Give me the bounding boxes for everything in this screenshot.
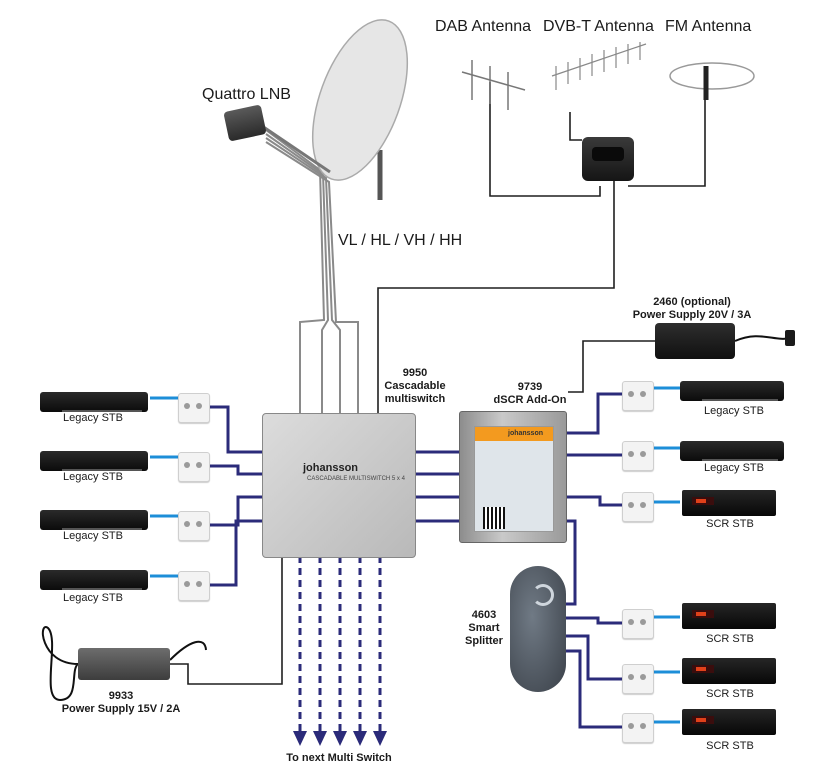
dscr-label-2: dSCR Add-On	[493, 394, 567, 406]
satellite-dish-icon	[318, 16, 398, 180]
mains-plug-icon	[785, 330, 795, 346]
lnb-polarity-label: VL / HL / VH / HH	[338, 232, 463, 249]
power-supply-15v-icon	[78, 648, 170, 680]
cascadable-multiswitch: johansson CASCADABLE MULTISWITCH 5 x 4	[262, 413, 416, 558]
left-ps-dc-cable	[169, 640, 207, 661]
scr-stb-right-6	[682, 709, 776, 735]
lnb-cable-hh	[265, 141, 359, 413]
coax-right-1	[565, 392, 622, 435]
stb-left-label-4: Legacy STB	[63, 592, 123, 604]
stb-right-label-2: Legacy STB	[704, 462, 764, 474]
lnb-label: Quattro LNB	[202, 86, 291, 103]
dab-antenna-icon	[461, 60, 526, 110]
ps-right-label-1: 2460 (optional)	[653, 296, 731, 308]
multiswitch-label-2: Cascadable	[384, 380, 446, 392]
smart-splitter	[510, 566, 566, 692]
ps-right-line	[568, 340, 655, 393]
legacy-stb-right-2	[680, 441, 784, 461]
lnb-cable-vh	[265, 137, 341, 413]
dvbt-antenna-label: DVB-T Antenna	[543, 18, 654, 35]
splitter-logo-icon	[532, 584, 554, 606]
splitter-label-2: Smart	[468, 622, 500, 634]
fm-feed-line	[628, 100, 706, 187]
legacy-stb-left-1	[40, 392, 148, 412]
antenna-combiner-icon	[582, 137, 634, 181]
arrowhead-5	[373, 731, 387, 746]
lnb-cable-vl	[265, 129, 326, 413]
wall-socket-icon	[178, 511, 210, 541]
coax-split-1	[566, 616, 622, 625]
legacy-stb-left-4	[40, 570, 148, 590]
stb-right-label-6: SCR STB	[706, 740, 754, 752]
ps-left-label-1: 9933	[108, 690, 134, 702]
stb-right-label-5: SCR STB	[706, 688, 754, 700]
dscr-brand: johansson	[508, 430, 544, 437]
wall-socket-icon	[622, 381, 654, 411]
wall-socket-icon	[622, 609, 654, 639]
qr-code-icon	[483, 507, 505, 529]
stb-right-label-1: Legacy STB	[704, 405, 764, 417]
wall-socket-icon	[178, 452, 210, 482]
multiswitch-model: CASCADABLE MULTISWITCH 5 x 4	[307, 476, 405, 482]
stb-left-label-3: Legacy STB	[63, 530, 123, 542]
multiswitch-brand: johansson	[303, 462, 359, 474]
terrestrial-line	[377, 181, 615, 413]
coax-right-3	[565, 495, 622, 507]
lnb-arm	[261, 124, 331, 174]
dscr-faceplate	[474, 426, 554, 532]
left-ps-mains-cable	[41, 626, 79, 702]
arrowhead-2	[313, 731, 327, 746]
dab-antenna-label: DAB Antenna	[435, 18, 532, 35]
wall-socket-icon	[178, 393, 210, 423]
dscr-add-on: johansson	[459, 411, 567, 543]
splitter-label-3: Splitter	[465, 635, 503, 647]
arrowhead-1	[293, 731, 307, 746]
legacy-stb-left-3	[40, 510, 148, 530]
stb-left-label-2: Legacy STB	[63, 471, 123, 483]
dvbt-antenna-icon	[551, 42, 647, 90]
coax-left-2	[194, 464, 262, 476]
arrowhead-4	[353, 731, 367, 746]
splitter-label-1: 4603	[471, 609, 497, 621]
wall-socket-icon	[178, 571, 210, 601]
fm-antenna-icon	[669, 62, 755, 100]
arrowhead-3	[333, 731, 347, 746]
dish-reflector	[311, 19, 409, 181]
cascade-label: To next Multi Switch	[286, 752, 392, 764]
coax-split-3	[566, 649, 622, 729]
multiswitch-label-3: multiswitch	[384, 393, 446, 405]
coax-split-2	[566, 634, 622, 681]
legacy-stb-right-1	[680, 381, 784, 401]
ps-left-label-2: Power Supply 15V / 2A	[61, 703, 181, 715]
lnb-cable-hl	[265, 133, 330, 413]
dscr-label-1: 9739	[517, 381, 543, 393]
scr-stb-right-5	[682, 658, 776, 684]
wall-socket-icon	[622, 492, 654, 522]
coax-left-4	[194, 519, 262, 587]
fm-antenna-label: FM Antenna	[665, 18, 752, 35]
coax-dscr-splitter	[565, 519, 577, 606]
wall-socket-icon	[622, 441, 654, 471]
ps-right-label-2: Power Supply 20V / 3A	[632, 309, 752, 321]
multiswitch-label-1: 9950	[402, 367, 428, 379]
wall-socket-icon	[622, 713, 654, 743]
scr-stb-right-3	[682, 490, 776, 516]
stb-right-label-4: SCR STB	[706, 633, 754, 645]
stb-right-label-3: SCR STB	[706, 518, 754, 530]
dvbt-feed-line	[569, 112, 582, 141]
legacy-stb-left-2	[40, 451, 148, 471]
stb-left-label-1: Legacy STB	[63, 412, 123, 424]
wall-socket-icon	[622, 664, 654, 694]
coax-left-3	[194, 495, 262, 527]
power-supply-20v-icon	[655, 323, 735, 359]
scr-stb-right-4	[682, 603, 776, 629]
ps-left-line	[170, 556, 283, 685]
dab-feed-line	[489, 82, 601, 197]
right-ps-mains-cable	[734, 335, 791, 342]
coax-left-1	[194, 405, 262, 454]
